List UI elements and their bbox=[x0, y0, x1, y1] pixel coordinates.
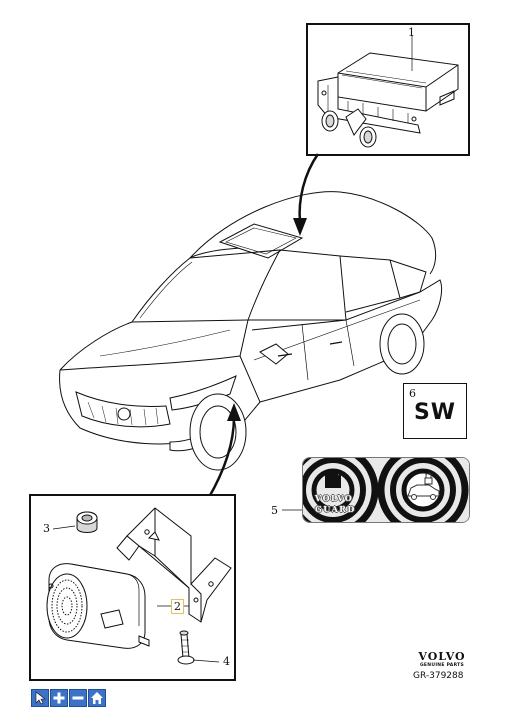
volvo-logo: VOLVO bbox=[418, 650, 466, 663]
control-module-drawing bbox=[317, 35, 459, 148]
sw-text: SW bbox=[413, 400, 457, 425]
callout-3: 3 bbox=[43, 522, 50, 535]
zoom-in-icon bbox=[53, 692, 65, 704]
detail-box-siren: 3 2 4 bbox=[29, 494, 236, 681]
genuine-parts-text: GENUINE PARTS bbox=[419, 663, 465, 668]
illustration-reference: GR-379288 bbox=[413, 671, 464, 681]
home-icon bbox=[91, 692, 103, 704]
callout-4: 4 bbox=[223, 655, 230, 668]
arrow-to-siren-box bbox=[206, 403, 241, 500]
callout-1: 1 bbox=[408, 26, 415, 39]
guard-text-line2: GUARD bbox=[315, 504, 356, 514]
callout-5-leader bbox=[282, 509, 303, 511]
callout-5: 5 bbox=[271, 504, 278, 517]
sw-label: 6 SW bbox=[403, 383, 467, 439]
zoom-out-icon bbox=[72, 696, 84, 700]
volvo-guard-graphic bbox=[303, 458, 469, 522]
volvo-guard-label: VOLVO GUARD bbox=[302, 457, 470, 523]
callout-6: 6 bbox=[409, 387, 416, 400]
cursor-icon bbox=[35, 691, 46, 705]
arrow-to-roof bbox=[293, 153, 320, 236]
car-illustration bbox=[59, 191, 443, 471]
callout-2: 2 bbox=[171, 599, 184, 614]
zoom-in-button[interactable] bbox=[50, 689, 68, 707]
guard-text-line1: VOLVO bbox=[315, 493, 354, 503]
home-button[interactable] bbox=[88, 689, 106, 707]
zoom-out-button[interactable] bbox=[69, 689, 87, 707]
siren-assembly-drawing bbox=[46, 507, 232, 665]
select-button[interactable] bbox=[31, 689, 49, 707]
viewer-toolbar bbox=[31, 689, 106, 707]
detail-box-control-module: 1 bbox=[306, 23, 470, 156]
